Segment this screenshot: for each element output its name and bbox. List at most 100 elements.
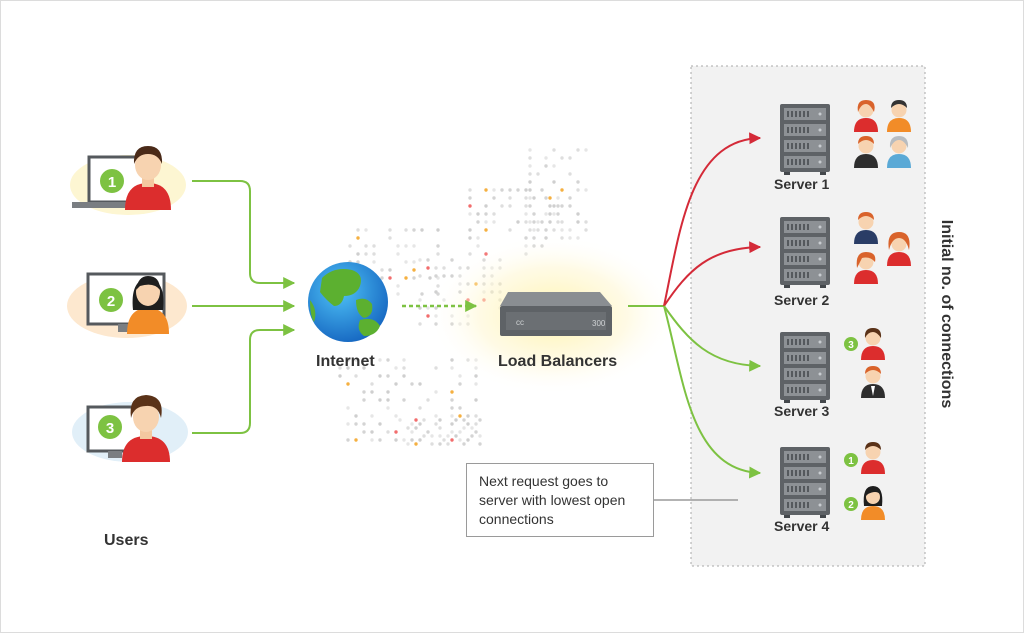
map-dot: [450, 390, 454, 394]
load-balancers-label: Load Balancers: [498, 353, 618, 370]
map-dot: [474, 382, 478, 386]
map-dot: [450, 366, 454, 370]
rack-led: [818, 340, 822, 344]
map-dot: [364, 228, 368, 232]
rack-slot: [787, 111, 789, 117]
map-dot: [370, 414, 374, 418]
map-dot: [404, 276, 408, 280]
user-3: 3: [72, 395, 188, 462]
map-dot: [346, 422, 350, 426]
map-dot: [528, 164, 532, 168]
server-3-badge-text: 3: [848, 340, 854, 351]
map-dot: [568, 172, 572, 176]
avatar: [887, 232, 911, 266]
rack-led: [818, 471, 822, 475]
map-dot: [584, 188, 588, 192]
rack-body: [780, 104, 830, 172]
map-dot: [568, 204, 572, 208]
map-dot: [560, 188, 564, 192]
rack-slot: [803, 127, 805, 133]
rack-slot: [787, 502, 789, 508]
rack-slot: [807, 454, 809, 460]
connector-user-1: [192, 180, 296, 289]
rack-slot: [795, 111, 797, 117]
rack-slot: [799, 454, 801, 460]
rack-foot: [784, 515, 790, 518]
map-dot: [418, 406, 422, 410]
map-dot: [362, 366, 366, 370]
map-dot: [576, 188, 580, 192]
rack-slot: [795, 272, 797, 278]
rack-slot: [803, 256, 805, 262]
map-dot: [412, 244, 416, 248]
map-dot: [404, 228, 408, 232]
rack-slot: [807, 127, 809, 133]
rack-slot: [803, 143, 805, 149]
map-dot: [560, 156, 564, 160]
map-dot: [492, 220, 496, 224]
avatar: [887, 100, 911, 132]
map-dot: [372, 244, 376, 248]
rack-body: [780, 447, 830, 515]
map-dot: [450, 398, 454, 402]
map-dot: [508, 228, 512, 232]
rack-slot: [799, 127, 801, 133]
globe-icon: [308, 262, 388, 342]
map-dot: [552, 228, 556, 232]
map-dot: [536, 228, 540, 232]
map-dot: [356, 236, 360, 240]
map-dot: [470, 434, 474, 438]
map-dot: [394, 366, 398, 370]
map-dot: [402, 358, 406, 362]
avatar: [854, 136, 878, 168]
rack-slot: [807, 159, 809, 165]
map-dot: [362, 390, 366, 394]
server-rack-icon: [780, 217, 830, 288]
rack-led: [818, 372, 822, 376]
server-rack-icon: [780, 104, 830, 175]
globe-land-west: [310, 300, 316, 322]
map-dot: [528, 148, 532, 152]
monitor-stand: [118, 324, 134, 332]
globe-land-islands: [356, 298, 373, 318]
map-dot: [540, 188, 544, 192]
rack-led: [818, 128, 822, 132]
map-dot: [370, 430, 374, 434]
user-3-badge-text: 3: [106, 420, 114, 437]
map-dot: [544, 212, 548, 216]
map-dot: [450, 438, 454, 442]
rack-slot: [787, 486, 789, 492]
map-dot: [528, 196, 532, 200]
map-dot: [458, 374, 462, 378]
map-dot: [454, 418, 458, 422]
rack-slot: [807, 486, 809, 492]
map-dot: [568, 228, 572, 232]
rack-led: [818, 356, 822, 360]
map-dot: [410, 382, 414, 386]
map-dot: [396, 252, 400, 256]
map-dot: [552, 212, 556, 216]
map-dot: [394, 414, 398, 418]
map-dot: [532, 212, 536, 216]
map-dot: [428, 276, 432, 280]
load-balancer-device: cc 300: [500, 292, 612, 336]
map-dot: [528, 204, 532, 208]
map-dot: [556, 196, 560, 200]
map-dot: [362, 358, 366, 362]
person-shirt: [127, 308, 169, 334]
rack-led: [818, 112, 822, 116]
avatar: [854, 252, 878, 284]
map-dot: [548, 204, 552, 208]
initial-connections-label: Initial no. of connections: [938, 219, 955, 409]
rack-slot: [791, 111, 793, 117]
rack-led: [818, 225, 822, 229]
map-dot: [544, 196, 548, 200]
rack-slot: [799, 387, 801, 393]
map-dot: [394, 438, 398, 442]
map-dot: [418, 382, 422, 386]
map-dot: [438, 426, 442, 430]
map-dot: [462, 426, 466, 430]
map-dot: [466, 422, 470, 426]
rack-slot: [787, 355, 789, 361]
rack-slot: [787, 387, 789, 393]
